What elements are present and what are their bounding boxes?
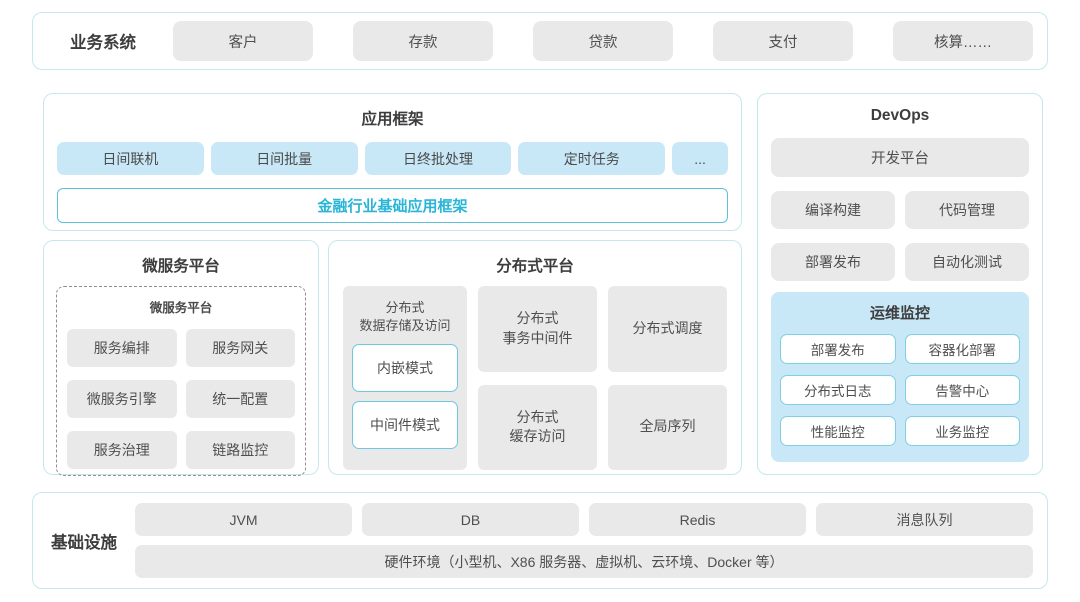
distributed-col-middle: 分布式 事务中间件 分布式 缓存访问 [478,286,597,470]
embedded-mode: 内嵌模式 [352,344,458,393]
devops-section: DevOps 开发平台 编译构建 代码管理 部署发布 自动化测试 运维监控 部署… [757,93,1043,475]
distributed-platform-body: 分布式 数据存储及访问 内嵌模式 中间件模式 分布式 事务中间件 分布式 缓存访… [343,286,727,470]
microservice-row-1: 服务编排 服务网关 [67,329,295,367]
infrastructure-section: 基础设施 JVM DB Redis 消息队列 硬件环境（小型机、X86 服务器、… [32,492,1048,589]
business-system-customer: 客户 [173,21,313,61]
infra-jvm: JVM [135,503,352,536]
service-orchestration: 服务编排 [67,329,177,367]
middleware-mode: 中间件模式 [352,401,458,450]
infra-message-queue: 消息队列 [816,503,1033,536]
service-gateway: 服务网关 [185,329,295,367]
business-systems-label: 业务系统 [70,34,136,52]
app-framework-section: 应用框架 日间联机 日间批量 日终批处理 定时任务 ... 金融行业基础应用框架 [43,93,742,231]
microservice-inner-group: 微服务平台 服务编排 服务网关 微服务引擎 统一配置 服务治理 链路监控 [56,286,306,476]
microservice-row-2: 微服务引擎 统一配置 [67,380,295,418]
module-more-ellipsis: ... [672,142,728,175]
business-system-deposit: 存款 [353,21,493,61]
business-systems-section: 业务系统 客户 存款 贷款 支付 核算…… [32,12,1048,70]
ops-monitoring-title: 运维监控 [869,305,930,322]
business-systems-row: 客户 存款 贷款 支付 核算…… [173,21,1033,61]
devops-tools-row-2: 部署发布 自动化测试 [771,243,1029,281]
microservice-inner-title: 微服务平台 [149,301,213,315]
distributed-storage-cell: 分布式 数据存储及访问 内嵌模式 中间件模式 [343,286,467,470]
module-daytime-batch: 日间批量 [210,142,358,175]
finance-base-framework: 金融行业基础应用框架 [57,188,728,223]
monitoring-row-2: 分布式日志 告警中心 [780,375,1020,405]
monitor-distributed-log: 分布式日志 [780,375,896,405]
module-daytime-online: 日间联机 [57,142,204,175]
monitoring-row-3: 性能监控 业务监控 [780,416,1020,446]
microservice-platform-section: 微服务平台 微服务平台 服务编排 服务网关 微服务引擎 统一配置 服务治理 链路… [43,240,319,476]
unified-config: 统一配置 [185,380,295,418]
trace-monitoring: 链路监控 [185,431,295,469]
monitor-business: 业务监控 [904,416,1020,446]
monitor-deploy-release: 部署发布 [780,334,896,364]
infra-hardware-environment: 硬件环境（小型机、X86 服务器、虚拟机、云环境、Docker 等） [135,545,1033,578]
monitor-performance: 性能监控 [780,416,896,446]
devops-auto-test: 自动化测试 [905,243,1029,281]
distributed-platform-title: 分布式平台 [496,258,574,275]
devops-deploy: 部署发布 [771,243,895,281]
infrastructure-body: JVM DB Redis 消息队列 硬件环境（小型机、X86 服务器、虚拟机、云… [135,503,1033,578]
infrastructure-row: JVM DB Redis 消息队列 [135,503,1033,536]
infra-redis: Redis [589,503,806,536]
devops-build: 编译构建 [771,191,895,229]
devops-code-mgmt: 代码管理 [905,191,1029,229]
infra-db: DB [362,503,579,536]
business-system-loan: 贷款 [533,21,673,61]
microservice-engine: 微服务引擎 [67,380,177,418]
distributed-transaction-middleware: 分布式 事务中间件 [478,286,597,372]
service-governance: 服务治理 [67,431,177,469]
devops-title: DevOps [870,107,930,124]
global-sequence: 全局序列 [608,384,727,470]
module-eod-batch: 日终批处理 [364,142,512,175]
devops-tools-row-1: 编译构建 代码管理 [771,191,1029,229]
app-framework-modules: 日间联机 日间批量 日终批处理 定时任务 ... [57,142,728,175]
devops-dev-platform: 开发平台 [771,138,1029,177]
monitoring-row-1: 部署发布 容器化部署 [780,334,1020,364]
distributed-cache-access: 分布式 缓存访问 [478,384,597,470]
distributed-storage-label: 分布式 数据存储及访问 [359,300,451,334]
module-scheduled-tasks: 定时任务 [518,142,666,175]
distributed-scheduling: 分布式调度 [608,286,727,372]
distributed-platform-section: 分布式平台 分布式 数据存储及访问 内嵌模式 中间件模式 分布式 事务中间件 分… [328,240,742,475]
distributed-col-right: 分布式调度 全局序列 [608,286,727,470]
monitor-alert-center: 告警中心 [904,375,1020,405]
business-system-payment: 支付 [713,21,853,61]
microservice-row-3: 服务治理 链路监控 [67,431,295,469]
business-system-accounting: 核算…… [893,21,1033,61]
microservice-platform-title: 微服务平台 [142,258,220,275]
monitor-container-deploy: 容器化部署 [904,334,1020,364]
infrastructure-label: 基础设施 [51,533,117,552]
app-framework-title: 应用框架 [361,111,424,128]
ops-monitoring-panel: 运维监控 部署发布 容器化部署 分布式日志 告警中心 性能监控 业务监控 [771,292,1029,462]
